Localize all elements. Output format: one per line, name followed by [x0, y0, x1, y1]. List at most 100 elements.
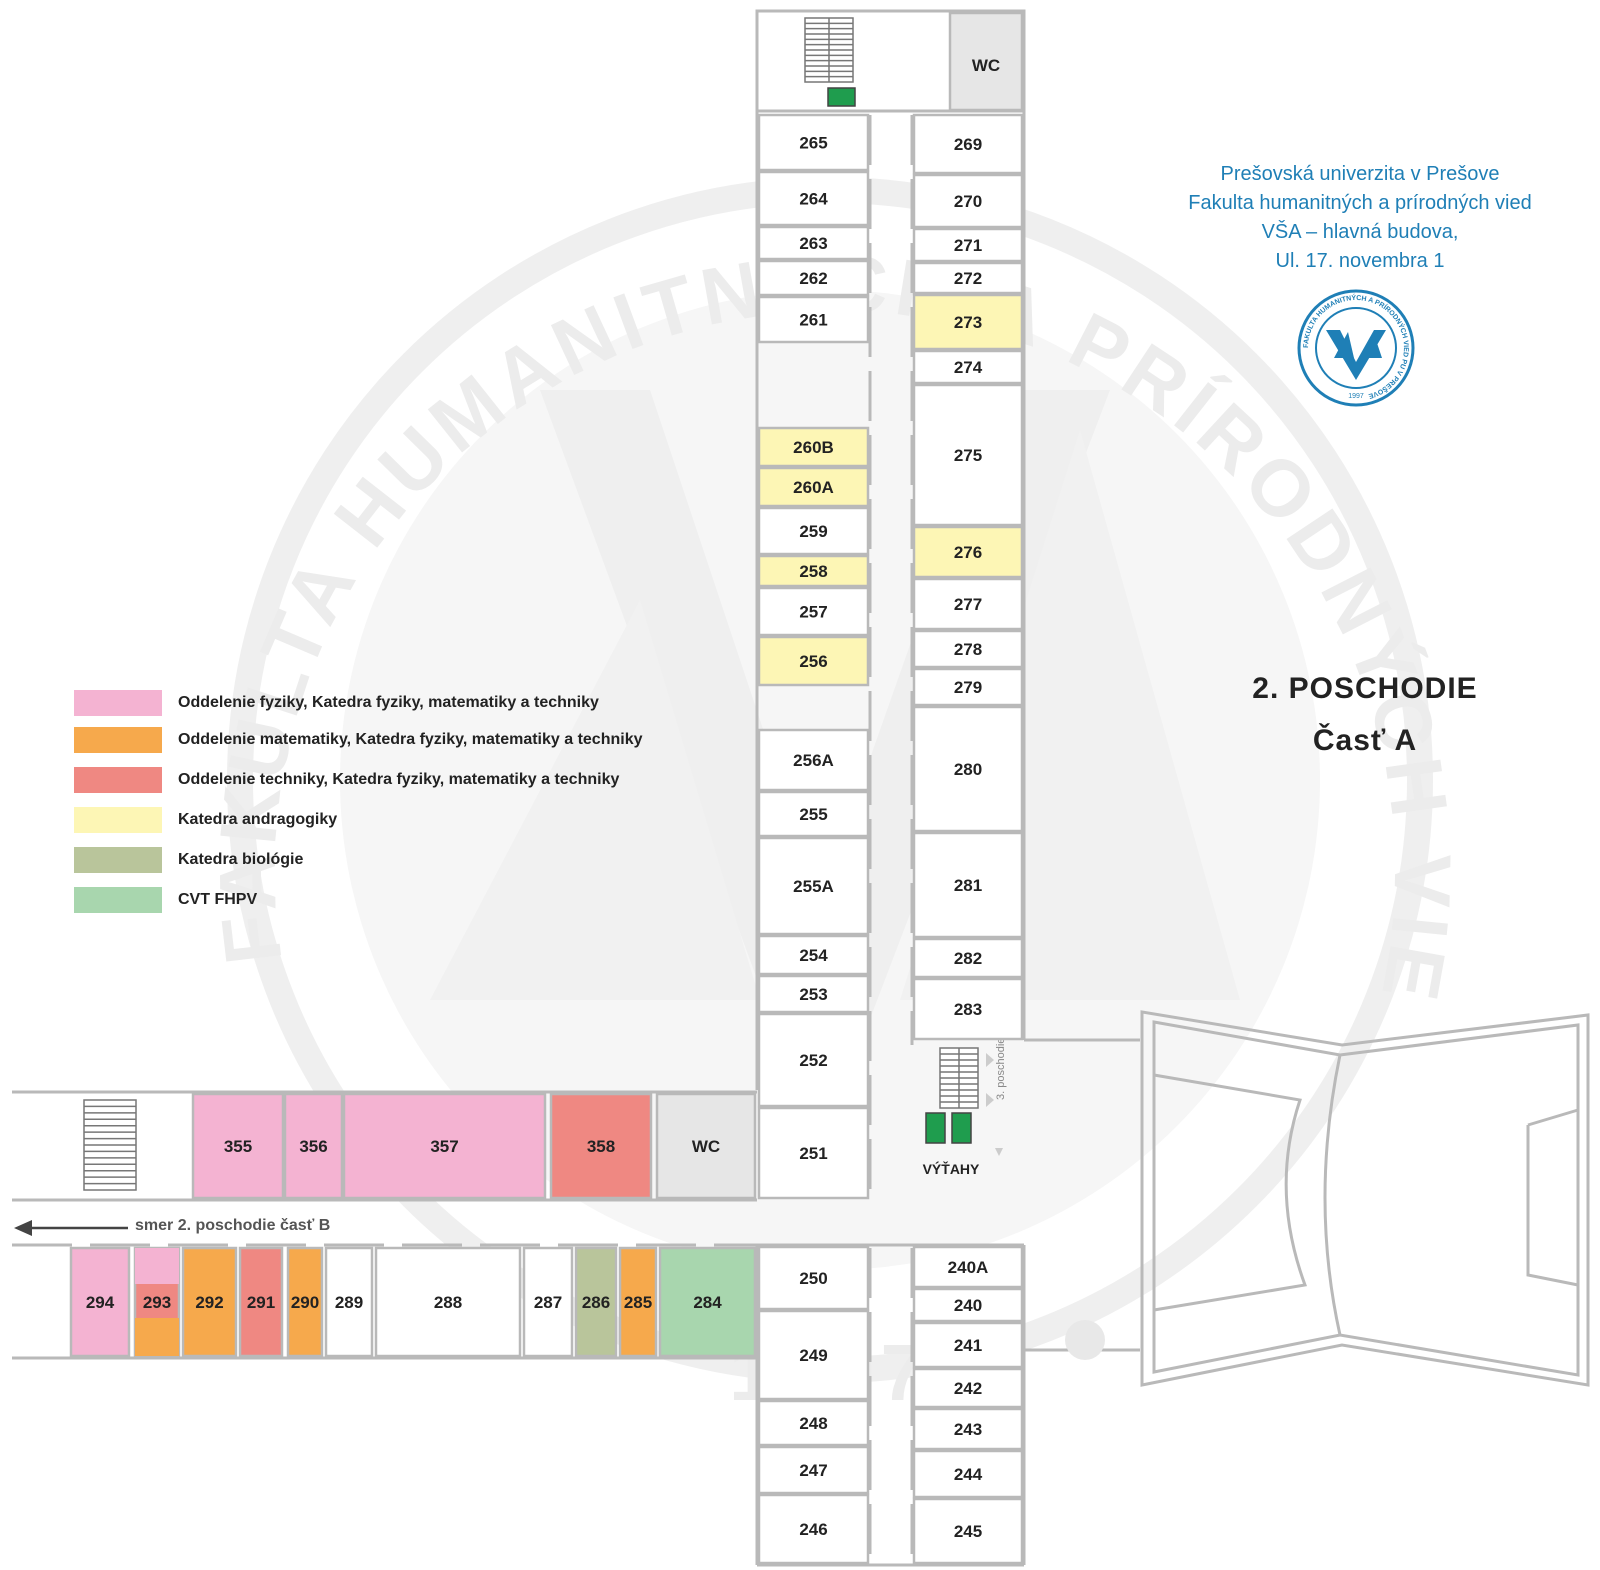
room-262: 262	[757, 259, 870, 297]
room-label: 278	[954, 640, 982, 659]
room-276: 276	[912, 525, 1024, 579]
room-label: 253	[799, 985, 827, 1004]
room-label: 246	[799, 1520, 827, 1539]
room-shape	[912, 173, 1024, 229]
elevator-1	[925, 1112, 946, 1144]
room-shape	[912, 629, 1024, 669]
room-292: 292	[181, 1246, 238, 1358]
room-243: 243	[912, 1407, 1024, 1451]
room-label: 269	[954, 135, 982, 154]
room-label: 273	[954, 313, 982, 332]
room-260a: 260A	[757, 466, 870, 508]
legend-label: Oddelenie fyziky, Katedra fyziky, matema…	[178, 694, 599, 711]
room-shape	[757, 1493, 870, 1565]
room-label: 263	[799, 234, 827, 253]
room-283: 283	[912, 977, 1024, 1041]
room-shape	[912, 705, 1024, 833]
room-shape	[912, 1497, 1024, 1565]
room-label: 240	[954, 1296, 982, 1315]
room-shape	[757, 836, 870, 936]
room-label: 240A	[948, 1258, 989, 1277]
room-label: 265	[799, 134, 827, 153]
room-shape	[912, 525, 1024, 579]
room-shape	[912, 227, 1024, 263]
room-label: 356	[299, 1137, 327, 1156]
room-272: 272	[912, 261, 1024, 295]
room-label: 254	[799, 946, 828, 965]
room-shape	[912, 293, 1024, 351]
room-256: 256	[757, 635, 870, 687]
elevator-2	[951, 1112, 972, 1144]
room-shape	[912, 113, 1024, 175]
room-356: 356	[283, 1092, 344, 1200]
room-293: 293	[133, 1246, 181, 1358]
direction-to-part-b: smer 2. poschodie časť B	[14, 1216, 374, 1240]
faculty-seal-logo: FAKULTA HUMANITNÝCH A PRÍRODNÝCH VIED PU…	[1297, 289, 1415, 407]
room-label: 290	[291, 1293, 319, 1312]
room-261: 261	[757, 295, 870, 344]
room-285: 285	[618, 1246, 658, 1358]
room-label: 262	[799, 269, 827, 288]
room-label: 279	[954, 678, 982, 697]
room-label: 258	[799, 562, 827, 581]
elevator-top	[827, 87, 856, 107]
room-287: 287	[522, 1246, 574, 1358]
room-shape	[374, 1246, 522, 1358]
room-281: 281	[912, 831, 1024, 939]
arrow-left-icon	[14, 1220, 128, 1236]
room-251: 251	[757, 1106, 870, 1200]
legend-item: Oddelenie techniky, Katedra fyziky, mate…	[74, 767, 714, 793]
room-277: 277	[912, 577, 1024, 631]
room-shape	[655, 1092, 757, 1200]
room-shape	[757, 554, 870, 588]
room-shape	[522, 1246, 574, 1358]
room-label: 287	[534, 1293, 562, 1312]
room-286: 286	[574, 1246, 618, 1358]
room-shape	[912, 1321, 1024, 1369]
room-282: 282	[912, 937, 1024, 979]
room-label: 282	[954, 949, 982, 968]
room-shape	[757, 1106, 870, 1200]
room-label: 280	[954, 760, 982, 779]
room-280: 280	[912, 705, 1024, 833]
room-label: 260B	[793, 438, 834, 457]
rooms-layer: WC265264263262261260B260A259258257256256…	[69, 11, 1024, 1565]
room-shape	[912, 1245, 1024, 1289]
room-shape	[757, 466, 870, 508]
room-shape-top	[135, 1248, 179, 1284]
room-291: 291	[238, 1246, 284, 1358]
room-245: 245	[912, 1497, 1024, 1565]
room-253: 253	[757, 974, 870, 1014]
room-273: 273	[912, 293, 1024, 351]
room-263: 263	[757, 225, 870, 261]
room-shape	[324, 1246, 374, 1358]
room-shape	[912, 1449, 1024, 1499]
room-242: 242	[912, 1367, 1024, 1409]
room-shape	[757, 225, 870, 261]
room-284: 284	[658, 1246, 757, 1358]
room-shape	[757, 635, 870, 687]
room-shape	[912, 1287, 1024, 1323]
room-249: 249	[757, 1309, 870, 1401]
room-271: 271	[912, 227, 1024, 263]
room-255a: 255A	[757, 836, 870, 936]
room-shape	[757, 1309, 870, 1401]
room-label: 293	[143, 1293, 171, 1312]
room-265: 265	[757, 113, 870, 172]
staircase-top	[804, 17, 854, 83]
room-shape	[549, 1092, 653, 1200]
room-label: 289	[335, 1293, 363, 1312]
room-244: 244	[912, 1449, 1024, 1499]
room-shape	[618, 1246, 658, 1358]
legend-swatch	[74, 887, 162, 913]
legend-swatch	[74, 727, 162, 753]
room-shape	[181, 1246, 238, 1358]
legend-item: Oddelenie fyziky, Katedra fyziky, matema…	[74, 690, 714, 716]
room-shape	[757, 1012, 870, 1108]
room-358: 358	[549, 1092, 653, 1200]
room-shape	[912, 577, 1024, 631]
room-289: 289	[324, 1246, 374, 1358]
room-shape	[912, 1367, 1024, 1409]
room-357: 357	[342, 1092, 547, 1200]
